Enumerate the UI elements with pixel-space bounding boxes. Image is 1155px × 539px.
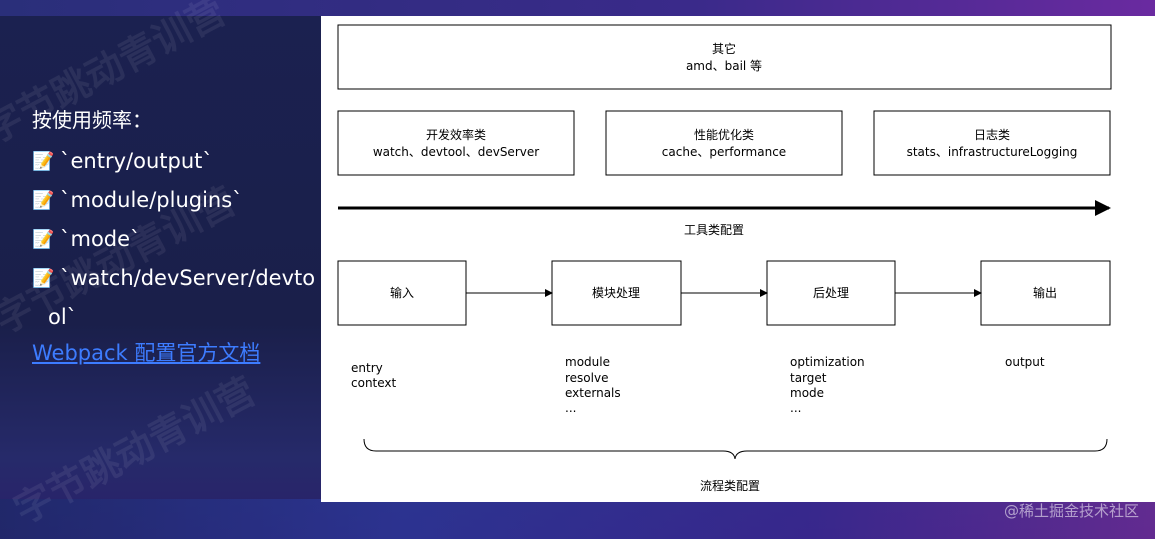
other-config-box — [337, 24, 1112, 90]
logging-box — [873, 110, 1111, 176]
flow-detail: ... — [565, 401, 576, 415]
flow-box-output — [980, 260, 1111, 326]
memo-icon: 📝 — [32, 190, 55, 211]
dev-efficiency-subtitle: watch、devtool、devServer — [373, 145, 539, 159]
flow-box-input — [337, 260, 467, 326]
tools-config-label: 工具类配置 — [684, 223, 744, 237]
performance-subtitle: cache、performance — [662, 145, 786, 159]
list-item-label: `watch/devServer/devto — [60, 266, 316, 290]
juejin-watermark: @稀土掘金技术社区 — [1003, 502, 1139, 520]
flow-box-module — [551, 260, 682, 326]
performance-box — [605, 110, 843, 176]
flow-detail: optimization — [790, 355, 865, 369]
flow-box-post — [766, 260, 896, 326]
flow-detail: context — [351, 376, 397, 390]
flow-detail: ... — [790, 401, 801, 415]
memo-icon: 📝 — [32, 151, 55, 172]
performance-title: 性能优化类 — [694, 128, 754, 142]
list-item: 📝`module/plugins` — [32, 181, 322, 220]
other-config-title: 其它 — [712, 41, 736, 56]
left-panel: 按使用频率： 📝`entry/output` 📝`module/plugins`… — [32, 104, 322, 370]
dev-efficiency-title: 开发效率类 — [426, 127, 486, 142]
other-config-subtitle: amd、bail 等 — [686, 59, 762, 73]
memo-icon: 📝 — [32, 268, 55, 289]
flow-detail: target — [790, 371, 827, 385]
webpack-config-diagram: 其它 amd、bail 等 开发效率类 watch、devtool、devSer… — [337, 24, 1112, 493]
flow-config-label: 流程类配置 — [700, 478, 760, 493]
flow-detail: module — [565, 355, 610, 369]
flow-box-output-label: 输出 — [1033, 285, 1057, 300]
usage-frequency-heading: 按使用频率： — [32, 108, 152, 132]
flow-detail: entry — [351, 361, 383, 375]
logging-title: 日志类 — [974, 128, 1010, 142]
flow-detail: mode — [790, 386, 824, 400]
dev-efficiency-box — [337, 110, 575, 176]
list-item: 📝`mode` — [32, 220, 322, 259]
logging-subtitle: stats、infrastructureLogging — [907, 145, 1078, 159]
bottom-glow — [0, 499, 1155, 539]
list-item-label: `module/plugins` — [60, 188, 243, 212]
flow-box-post-label: 后处理 — [813, 286, 849, 300]
list-item-label: `mode` — [60, 227, 141, 251]
memo-icon: 📝 — [32, 229, 55, 250]
flow-detail: output — [1005, 355, 1045, 369]
list-item-continuation: ol` — [48, 305, 78, 329]
flow-box-input-label: 输入 — [390, 285, 414, 300]
diagram-card: 其它 amd、bail 等 开发效率类 watch、devtool、devSer… — [321, 16, 1155, 502]
list-item: 📝`entry/output` — [32, 142, 322, 181]
list-item-label: `entry/output` — [60, 149, 213, 173]
flow-brace — [363, 438, 1108, 460]
flow-detail: resolve — [565, 371, 608, 385]
top-accent-bar — [0, 0, 1155, 16]
webpack-docs-link[interactable]: Webpack 配置官方文档 — [32, 341, 261, 365]
flow-detail: externals — [565, 386, 621, 400]
flow-box-module-label: 模块处理 — [592, 286, 640, 300]
list-item: 📝`watch/devServer/devto — [32, 259, 322, 298]
